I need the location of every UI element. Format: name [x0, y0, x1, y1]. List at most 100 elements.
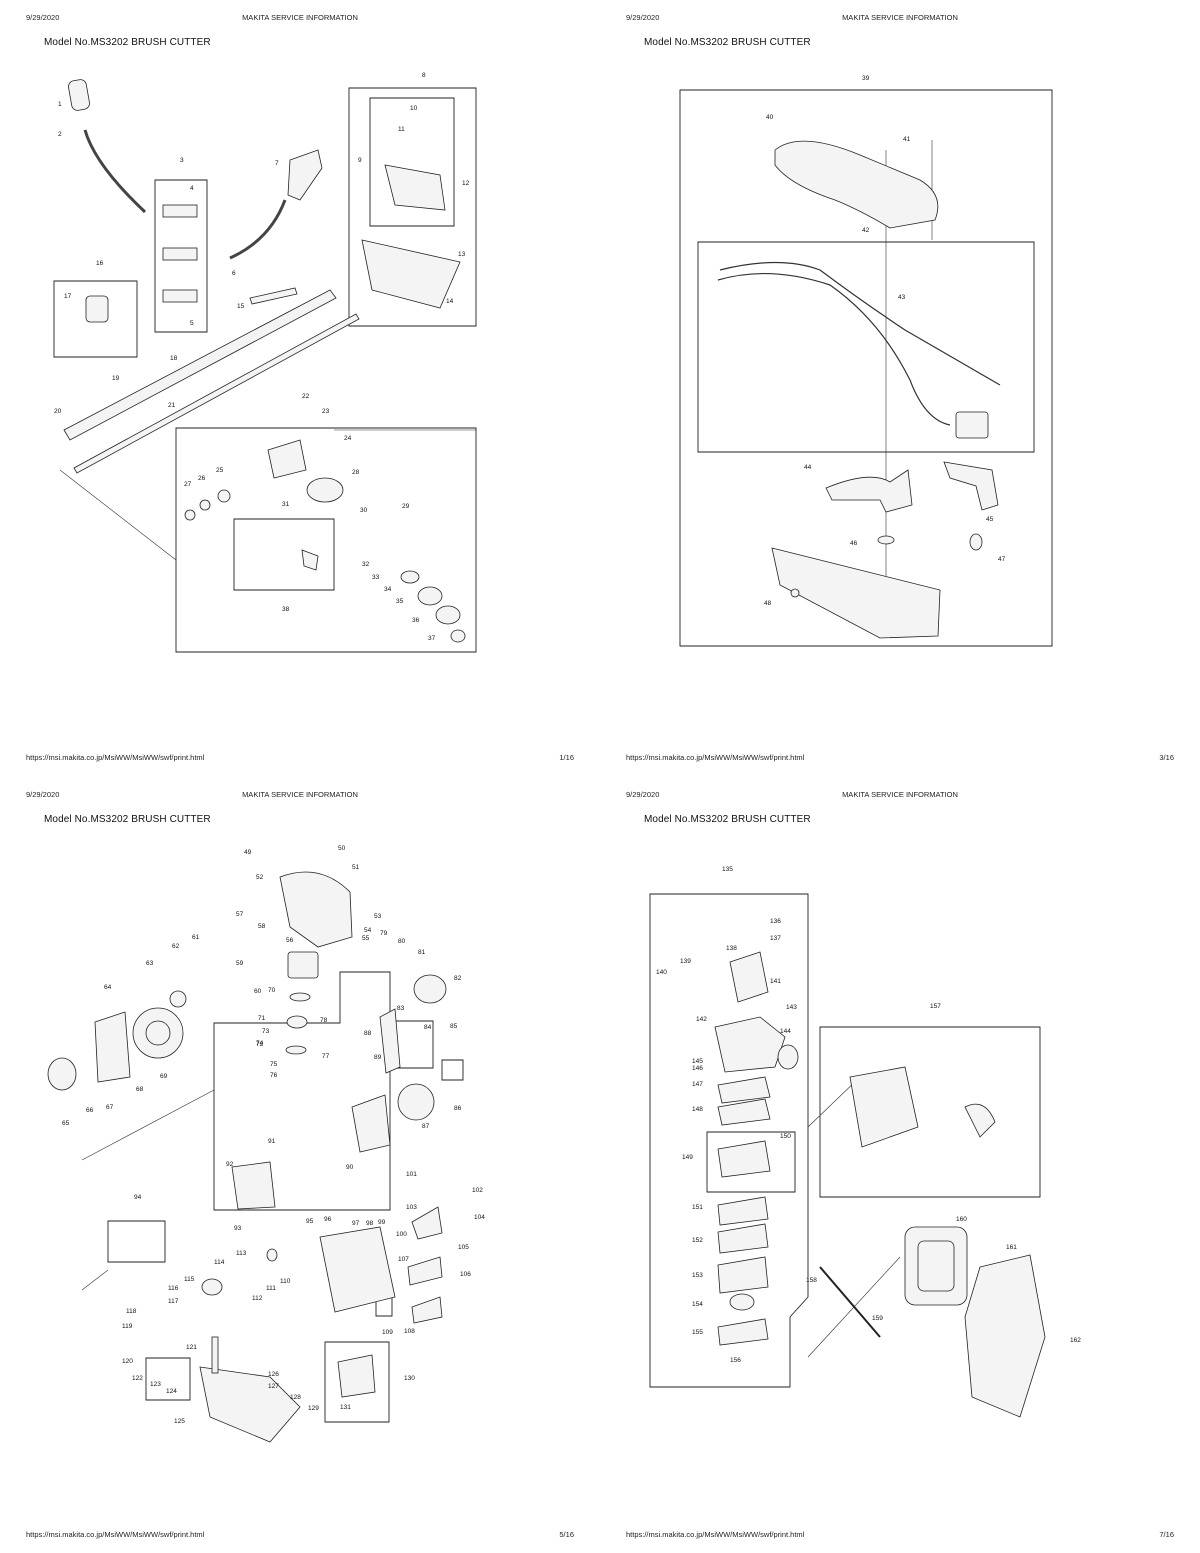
callout-label: 101	[406, 1171, 417, 1178]
callout-label: 29	[402, 503, 410, 510]
parts-diagram: 1234567891011121314151617181920212223242…	[53, 72, 477, 653]
callout-label: 75	[270, 1061, 278, 1068]
callout-label: 22	[302, 393, 310, 400]
header-title: MAKITA SERVICE INFORMATION	[842, 790, 958, 799]
callout-label: 91	[268, 1138, 276, 1145]
callout-label: 40	[766, 114, 774, 121]
callout-label: 158	[806, 1277, 817, 1284]
callout-label: 18	[170, 355, 178, 362]
callout-label: 104	[474, 1214, 485, 1221]
part-shapes	[63, 79, 466, 643]
callout-label: 135	[722, 866, 733, 873]
page-1: 9/29/2020 MAKITA SERVICE INFORMATION Mod…	[0, 0, 600, 776]
callout-label: 137	[770, 935, 781, 942]
callout-label: 130	[404, 1375, 415, 1382]
part-shapes	[717, 140, 1001, 639]
callout-label: 117	[168, 1298, 179, 1305]
header-date: 9/29/2020	[626, 13, 660, 22]
callout-label: 157	[930, 1003, 941, 1010]
callout-label: 70	[268, 987, 276, 994]
callout-label: 54	[364, 927, 372, 934]
callout-label: 2	[58, 131, 62, 138]
callout-label: 149	[682, 1154, 693, 1161]
callout-label: 147	[692, 1081, 703, 1088]
callout-label: 20	[54, 408, 62, 415]
model-title: Model No.MS3202 BRUSH CUTTER	[644, 37, 811, 48]
callout-label: 12	[462, 180, 470, 187]
callout-label: 63	[146, 960, 154, 967]
callout-label: 30	[360, 507, 368, 514]
callout-label: 69	[160, 1073, 168, 1080]
callout-label: 90	[346, 1164, 354, 1171]
header-date: 9/29/2020	[26, 13, 60, 22]
callout-label: 96	[324, 1216, 332, 1223]
callout-label: 39	[862, 75, 870, 82]
callout-label: 32	[362, 561, 370, 568]
callout-label: 127	[268, 1383, 279, 1390]
callout-label: 21	[168, 402, 176, 409]
callout-label: 151	[692, 1204, 703, 1211]
callout-label: 27	[184, 481, 192, 488]
callout-label: 77	[322, 1053, 330, 1060]
callout-label: 74	[256, 1040, 264, 1047]
callout-label: 131	[340, 1404, 351, 1411]
callout-label: 154	[692, 1301, 703, 1308]
callout-label: 114	[214, 1259, 225, 1266]
callout-label: 1	[58, 101, 62, 108]
callout-label: 42	[862, 227, 870, 234]
callout-label: 141	[770, 978, 781, 985]
callout-label: 31	[282, 501, 290, 508]
part-shapes	[714, 951, 1046, 1418]
callout-label: 14	[446, 298, 454, 305]
callout-label: 138	[726, 945, 737, 952]
footer-page-number: 3/16	[1159, 753, 1174, 762]
diagram-frames	[81, 971, 464, 1423]
callout-label: 161	[1006, 1244, 1017, 1251]
callout-label: 121	[186, 1344, 197, 1351]
callout-label: 110	[280, 1278, 291, 1285]
callout-label: 35	[396, 598, 404, 605]
callout-label: 123	[150, 1381, 161, 1388]
callout-label: 56	[286, 937, 294, 944]
callout-labels: 1351361371381391401411421431441451461471…	[656, 866, 1081, 1364]
callout-label: 95	[306, 1218, 314, 1225]
callout-label: 119	[122, 1323, 133, 1330]
callout-label: 65	[62, 1120, 70, 1127]
callout-label: 79	[380, 930, 388, 937]
callout-label: 64	[104, 984, 112, 991]
diagram-frames	[53, 87, 477, 653]
footer-page-number: 7/16	[1159, 1530, 1174, 1539]
callout-label: 97	[352, 1220, 360, 1227]
callout-label: 55	[362, 935, 370, 942]
footer-page-number: 1/16	[559, 753, 574, 762]
callout-label: 122	[132, 1375, 143, 1382]
callout-label: 107	[398, 1256, 409, 1263]
callout-label: 7	[275, 160, 279, 167]
header-date: 9/29/2020	[26, 790, 60, 799]
callout-label: 124	[166, 1388, 177, 1395]
callout-label: 153	[692, 1272, 703, 1279]
footer-url: https://msi.makita.co.jp/MsiWW/MsiWW/swf…	[626, 1530, 805, 1539]
callout-label: 78	[320, 1017, 328, 1024]
callout-label: 66	[86, 1107, 94, 1114]
callout-label: 118	[126, 1308, 137, 1315]
footer-url: https://msi.makita.co.jp/MsiWW/MsiWW/swf…	[26, 1530, 205, 1539]
callout-label: 46	[850, 540, 858, 547]
callout-label: 116	[168, 1285, 179, 1292]
callout-label: 99	[378, 1219, 386, 1226]
callout-label: 37	[428, 635, 436, 642]
callout-label: 52	[256, 874, 264, 881]
callout-labels: 1234567891011121314151617181920212223242…	[54, 72, 470, 642]
callout-label: 17	[64, 293, 72, 300]
callout-label: 150	[780, 1133, 791, 1140]
header-date: 9/29/2020	[626, 790, 660, 799]
model-title: Model No.MS3202 BRUSH CUTTER	[44, 37, 211, 48]
callout-label: 155	[692, 1329, 703, 1336]
callout-label: 146	[692, 1065, 703, 1072]
callout-label: 50	[338, 845, 346, 852]
callout-label: 140	[656, 969, 667, 976]
callout-label: 4	[190, 185, 194, 192]
callout-label: 142	[696, 1016, 707, 1023]
